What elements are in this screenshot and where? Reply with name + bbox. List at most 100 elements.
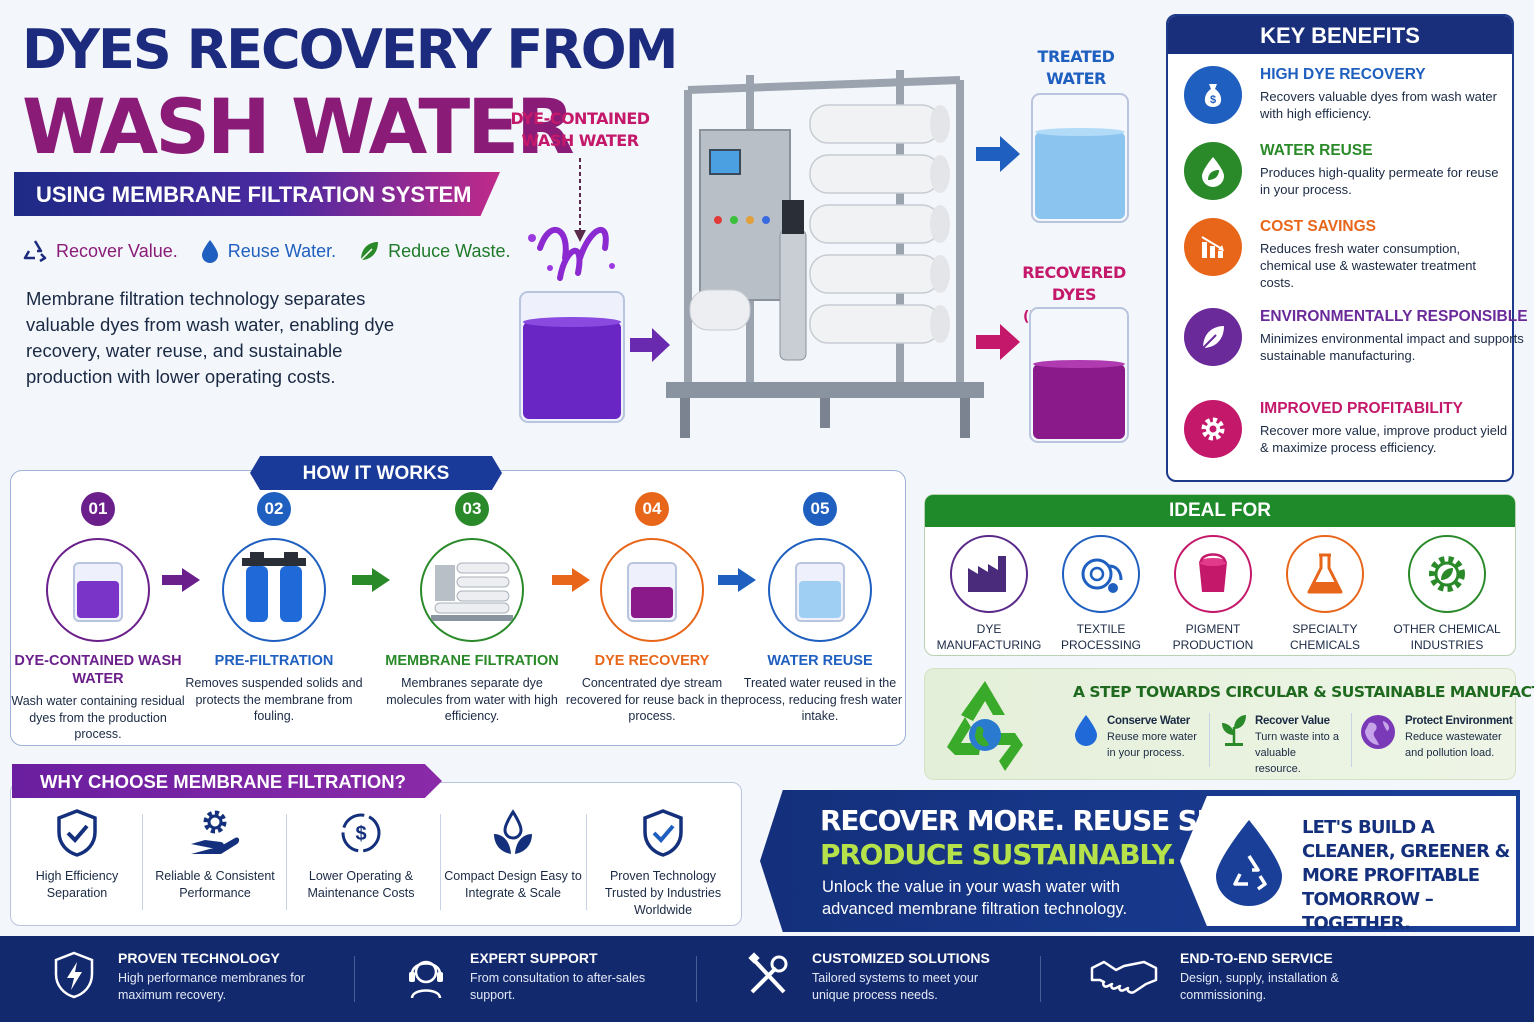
svg-text:$: $: [1210, 94, 1216, 106]
globe-icon: [1361, 715, 1395, 749]
shield-check-icon: [57, 809, 97, 857]
purple-beaker-icon: [46, 538, 150, 642]
how-it-works-title: HOW IT WORKS: [250, 456, 502, 490]
tools-icon: [748, 952, 788, 994]
eco-gear-icon: [1408, 535, 1486, 613]
membrane-system-image: [666, 70, 984, 438]
why-item: Reliable & Consistent Performance: [146, 808, 284, 902]
arrow-right-icon: [976, 324, 1020, 360]
leaf-icon: [1184, 308, 1242, 366]
circular-manufacturing-panel: A STEP TOWARDS CIRCULAR & SUSTAINABLE MA…: [924, 668, 1534, 780]
divider: [1209, 713, 1210, 767]
ideal-for-panel: IDEAL FOR DYE MANUFACTURING TEXTILE PROC…: [924, 494, 1516, 656]
why-item: High Efficiency Separation: [8, 808, 146, 902]
water-drop-leaves-icon: [494, 809, 532, 854]
membrane-skid-icon: [420, 538, 524, 642]
arrow-right-icon: [552, 568, 590, 592]
dye-beaker-icon: [600, 538, 704, 642]
divider: [286, 814, 287, 910]
benefit-item: IMPROVED PROFITABILITY Recover more valu…: [1184, 400, 1510, 458]
recycle-globe-icon: [947, 681, 1023, 771]
divider: [1040, 956, 1041, 1002]
divider: [142, 814, 143, 910]
footer-item: PROVEN TECHNOLOGY High performance membr…: [52, 950, 308, 1004]
down-arrow-icon: [574, 158, 586, 242]
water-drop-icon: [1075, 715, 1097, 746]
why-choose-title: WHY CHOOSE MEMBRANE FILTRATION?: [12, 764, 442, 798]
divider: [696, 956, 697, 1002]
arrow-right-icon: [976, 136, 1020, 172]
headset-icon: [409, 960, 443, 999]
leaf-icon: [360, 242, 379, 261]
key-benefits-title: KEY BENEFITS: [1168, 16, 1512, 54]
factory-icon: [950, 535, 1028, 613]
flask-icon: [1286, 535, 1364, 613]
benefit-item: COST SAVINGS Reduces fresh water consump…: [1184, 218, 1510, 291]
arrow-right-icon: [718, 568, 756, 592]
ideal-item: OTHER CHEMICAL INDUSTRIES: [1387, 535, 1507, 653]
divider: [354, 956, 355, 1002]
footer-item: EXPERT SUPPORT From consultation to afte…: [404, 950, 660, 1004]
ideal-item: SPECIALTY CHEMICALS: [1265, 535, 1385, 653]
divider: [586, 814, 587, 910]
step-3: 03 MEMBRANE FILTRATION Membranes separat…: [382, 492, 562, 725]
why-choose-panel: [10, 782, 742, 926]
water-beaker-icon: [768, 538, 872, 642]
treated-water-beaker-image: [1031, 93, 1129, 223]
benefit-item: $ HIGH DYE RECOVERY Recovers valuable dy…: [1184, 66, 1510, 124]
benefit-item: ENVIRONMENTALLY RESPONSIBLE Minimizes en…: [1184, 308, 1528, 366]
tagline-row: Recover Value. Reuse Water. Reduce Waste…: [22, 238, 511, 264]
footer-item: CUSTOMIZED SOLUTIONS Tailored systems to…: [746, 950, 1002, 1004]
shield-check-icon: [643, 809, 683, 857]
cost-chart-icon: [1184, 218, 1242, 276]
money-bag-icon: $: [1184, 66, 1242, 124]
recycle-icon: [23, 240, 47, 263]
tagline-recover: Recover Value.: [22, 238, 178, 264]
gear-hand-icon: [191, 810, 240, 854]
ideal-item: DYE MANUFACTURING: [929, 535, 1049, 653]
handshake-icon: [1090, 960, 1158, 994]
title-line-2: WASH WATER: [22, 82, 575, 171]
cta-box-text: LET'S BUILD A CLEANER, GREENER & MORE PR…: [1302, 817, 1510, 934]
why-item: $ Lower Operating & Maintenance Costs: [292, 808, 430, 902]
subtitle-banner: USING MEMBRANE FILTRATION SYSTEM: [14, 172, 500, 216]
arrow-right-icon: [630, 328, 670, 362]
cta-description: Unlock the value in your wash water with…: [822, 878, 1128, 918]
ideal-for-title: IDEAL FOR: [925, 495, 1515, 527]
water-leaf-icon: [1184, 142, 1242, 200]
svg-text:$: $: [355, 823, 366, 845]
hero-input-label: DYE-CONTAINED WASH WATER: [510, 109, 650, 150]
intro-paragraph: Membrane filtration technology separates…: [26, 288, 395, 387]
textile-spool-icon: [1062, 535, 1140, 613]
dollar-cycle-icon: $: [341, 813, 381, 853]
benefit-item: WATER REUSE Produces high-quality permea…: [1184, 142, 1510, 200]
tagline-reuse: Reuse Water.: [200, 238, 336, 264]
water-drop-recycle-icon: [1216, 820, 1282, 906]
title-line-1: DYES RECOVERY FROM: [22, 18, 678, 81]
circular-title: A STEP TOWARDS CIRCULAR & SUSTAINABLE MA…: [1073, 683, 1534, 701]
why-item: Compact Design Easy to Integrate & Scale: [444, 808, 582, 902]
arrow-right-icon: [352, 568, 390, 592]
recovered-dye-beaker-image: [1029, 307, 1129, 443]
divider: [440, 814, 441, 910]
ideal-item: TEXTILE PROCESSING: [1041, 535, 1161, 653]
water-drop-icon: [201, 240, 218, 263]
tagline-reduce: Reduce Waste.: [358, 239, 511, 263]
step-1: 01 DYE-CONTAINED WASH WATER Wash water c…: [8, 492, 188, 743]
key-benefits-panel: KEY BENEFITS $ HIGH DYE RECOVERY Recover…: [1166, 14, 1528, 482]
footer-item: END-TO-END SERVICE Design, supply, insta…: [1090, 950, 1360, 1004]
step-2: 02 PRE-FILTRATION Removes suspended soli…: [184, 492, 364, 725]
cta-headline-2: PRODUCE SUSTAINABLY.: [820, 838, 1177, 871]
filter-housing-icon: [222, 538, 326, 642]
step-4: 04 DYE RECOVERY Concentrated dye stream …: [562, 492, 742, 725]
gear-icon: [1184, 400, 1242, 458]
why-item: Proven Technology Trusted by Industries …: [594, 808, 732, 919]
divider: [1351, 713, 1352, 767]
plant-icon: [1222, 715, 1246, 746]
purple-beaker-image: [519, 226, 625, 423]
arrow-right-icon: [162, 568, 200, 592]
ideal-item: PIGMENT PRODUCTION: [1153, 535, 1273, 653]
